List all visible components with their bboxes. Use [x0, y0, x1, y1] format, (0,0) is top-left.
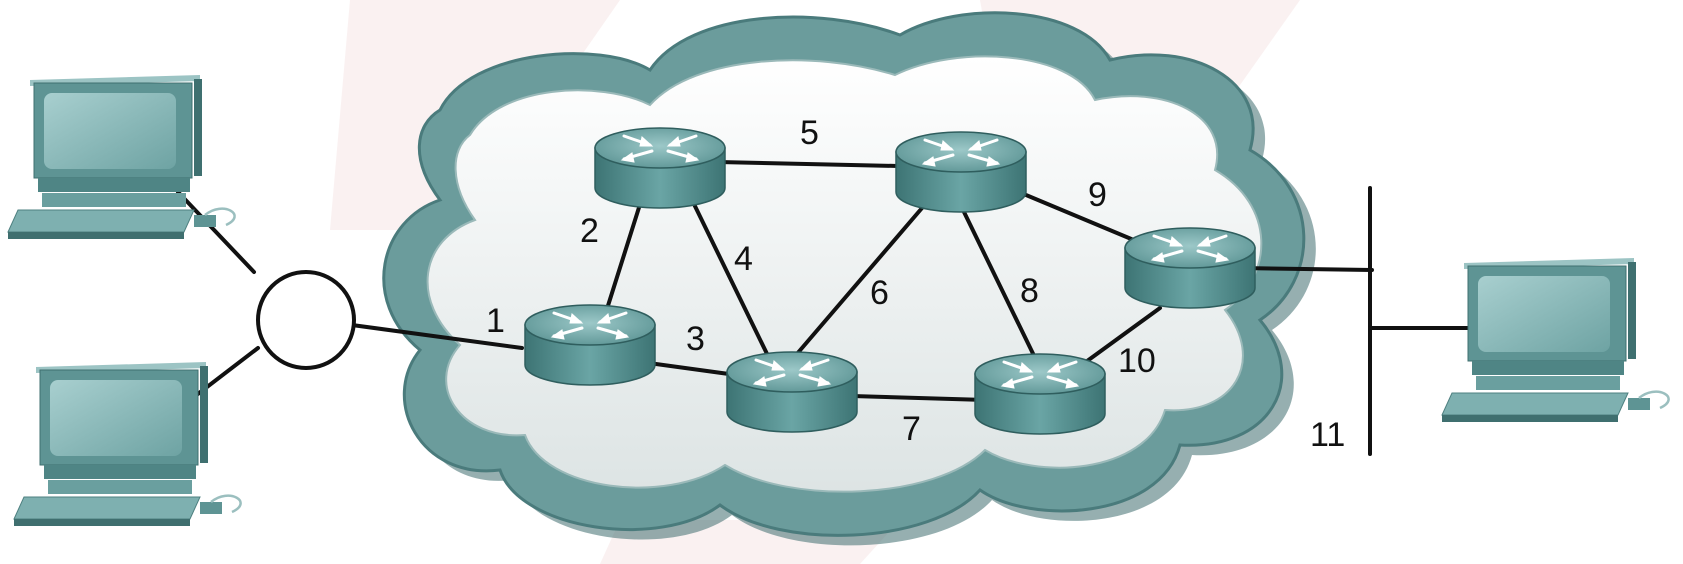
- link-label: 8: [1020, 272, 1039, 310]
- link-7: [850, 394, 988, 402]
- link-label: 4: [734, 240, 753, 278]
- desktop-computer-icon: [12, 360, 242, 528]
- desktop-computer-icon: [1440, 256, 1670, 424]
- link-1: [350, 323, 524, 350]
- link-label: 10: [1118, 342, 1156, 380]
- link-label: 7: [902, 410, 921, 448]
- link-label: 5: [800, 114, 819, 152]
- link-6: [788, 206, 924, 364]
- router-icon: [1123, 226, 1257, 310]
- router-icon: [973, 352, 1107, 436]
- link-label: 11: [1310, 416, 1345, 454]
- router-icon: [523, 303, 657, 387]
- link-4: [690, 198, 772, 362]
- hub-circle-icon: [256, 270, 356, 370]
- router-icon: [593, 126, 727, 210]
- link-label: 3: [686, 320, 705, 358]
- link-5: [716, 160, 900, 168]
- router-icon: [725, 350, 859, 434]
- link-label: 1: [486, 302, 505, 340]
- link-label: 9: [1088, 176, 1107, 214]
- link-label: 2: [580, 212, 599, 250]
- link-pc1-hub: [176, 190, 256, 274]
- link-8: [962, 210, 1042, 370]
- link-router-bus: [1238, 266, 1374, 272]
- link-label: 6: [870, 274, 889, 312]
- router-icon: [894, 130, 1028, 214]
- link-labels: 1 2 3 4 5 6 7 8 9 10 11: [486, 114, 1345, 454]
- link-9: [1012, 188, 1150, 248]
- link-2: [604, 196, 644, 314]
